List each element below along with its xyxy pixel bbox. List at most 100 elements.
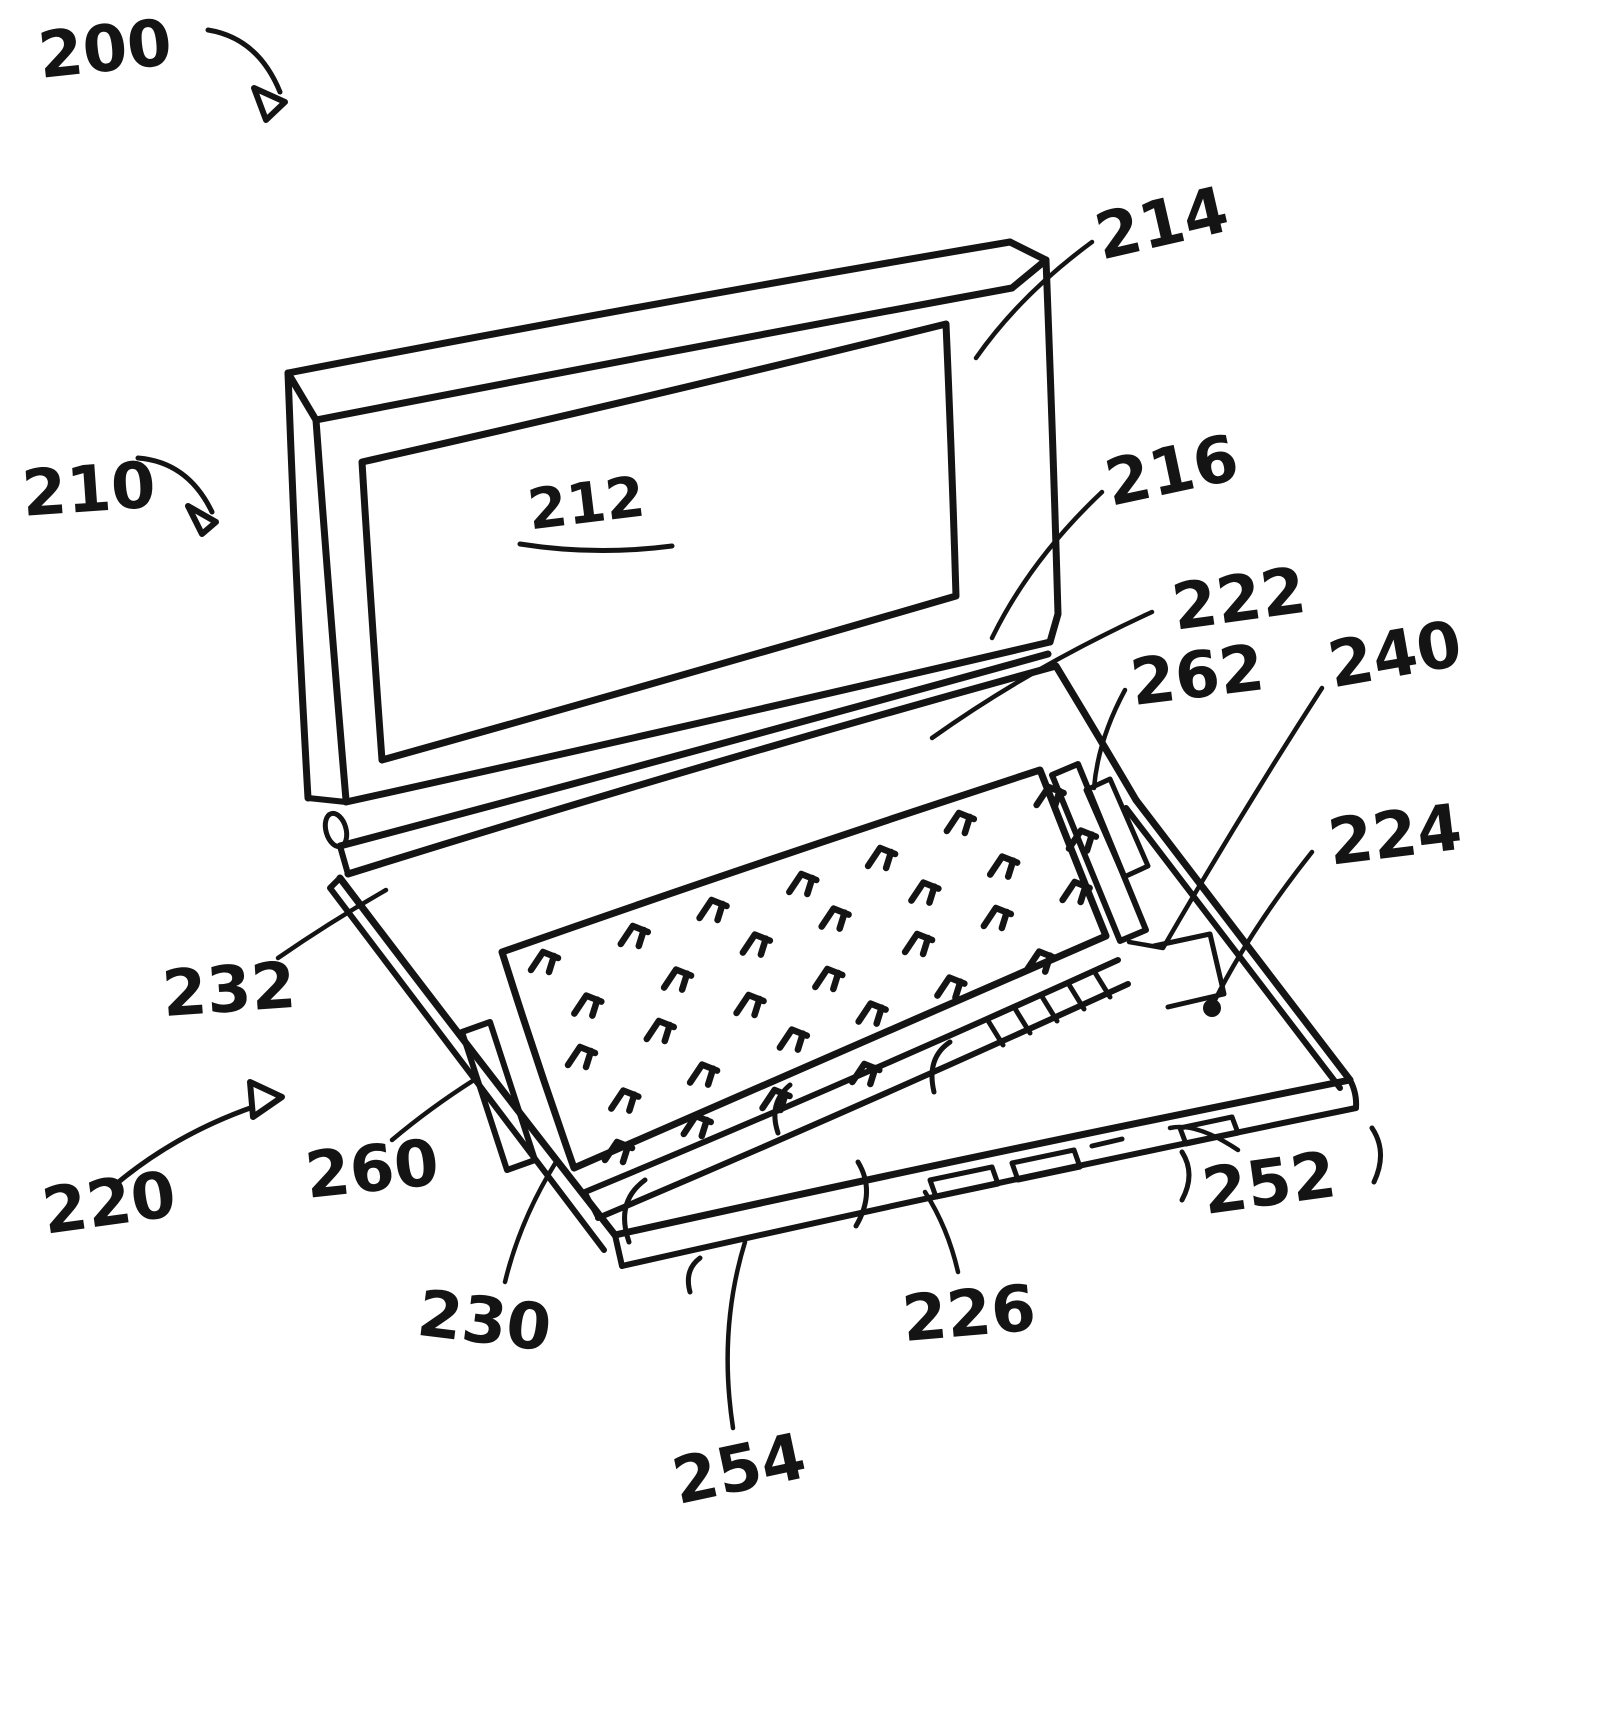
deck-right-detail	[1151, 931, 1227, 1010]
front-buttons	[927, 1114, 1241, 1200]
ref-label-216: 216	[1099, 421, 1245, 521]
hinge	[322, 650, 1060, 878]
key-mark	[733, 991, 767, 1019]
leader-224	[1211, 849, 1315, 1005]
base-front-left-cap	[612, 1232, 625, 1269]
leader-240	[1126, 685, 1325, 951]
key-mark	[527, 948, 562, 976]
base-right-edge	[1132, 796, 1354, 1084]
hinge-bar-lower	[344, 662, 1060, 878]
key-mark	[901, 930, 936, 958]
base-front-edge	[611, 1076, 1354, 1239]
key-mark	[696, 896, 730, 924]
leader-224-dot	[1203, 999, 1221, 1017]
right-strip	[1049, 761, 1149, 944]
key-mark	[571, 992, 605, 1019]
leader-216	[989, 489, 1105, 641]
key-mark	[660, 966, 695, 993]
arrowhead-200	[251, 85, 288, 123]
key-mark	[980, 904, 1015, 932]
annotations	[112, 27, 1325, 1431]
base-left-edge	[336, 874, 619, 1239]
leader-222	[929, 609, 1155, 741]
key-mark	[776, 1026, 811, 1053]
base-housing	[327, 662, 1383, 1295]
spacebar-hatching	[984, 968, 1113, 1048]
keyboard-outline	[498, 766, 1110, 1172]
front-button-3	[1177, 1114, 1241, 1147]
key-mark	[601, 1138, 636, 1166]
key-mark	[564, 1043, 599, 1071]
hinge-left-cap	[337, 843, 351, 877]
lid-right-outer-edge	[1042, 256, 1062, 646]
ref-label-212: 212	[524, 465, 648, 544]
key-mark	[855, 1000, 889, 1027]
key-mark	[739, 931, 774, 958]
leader-226	[922, 1189, 961, 1275]
front-button-tick	[1089, 1136, 1125, 1149]
ref-label-260: 260	[302, 1126, 443, 1214]
front-button-2	[1009, 1147, 1083, 1183]
base-left-sidewall	[327, 875, 607, 1253]
lid-left-inner-edge	[312, 416, 350, 804]
arrow-200	[205, 27, 283, 95]
key-mark	[934, 974, 968, 1001]
ref-label-224: 224	[1324, 791, 1466, 881]
key-mark	[986, 853, 1021, 880]
ref-label-210: 210	[20, 449, 158, 532]
ref-label-230: 230	[414, 1277, 556, 1367]
key-mark	[686, 1061, 721, 1088]
leader-262	[1091, 687, 1128, 791]
lid-left-outer-edge	[284, 369, 312, 802]
display-screen-outline	[358, 320, 960, 764]
leader-214	[973, 239, 1095, 361]
lid-top-outer-edge	[284, 238, 1014, 377]
display-housing	[284, 238, 1062, 806]
ref-label-220: 220	[38, 1158, 181, 1250]
leader-252	[1167, 1124, 1241, 1153]
lid-top-left-corner	[284, 369, 320, 424]
leader-260	[389, 1077, 477, 1143]
key-mark	[680, 1112, 715, 1140]
spacebar-strip-cap	[582, 1189, 601, 1221]
base-back-right-edge	[1052, 662, 1140, 804]
ref-label-232: 232	[160, 949, 298, 1032]
base-front-right-cap	[1347, 1077, 1360, 1111]
key-mark	[818, 905, 852, 932]
leader-232	[275, 887, 389, 961]
key-mark	[617, 922, 652, 950]
reference-numerals: 200 210 212 214 216 222 262 240 224 232 …	[20, 6, 1468, 1520]
ref-label-200: 200	[35, 6, 176, 94]
right-slot	[1083, 776, 1151, 880]
arrowhead-210	[185, 503, 219, 537]
key-mark	[908, 879, 942, 906]
hinge-left-knuckle	[322, 810, 350, 850]
key-mark	[812, 965, 846, 993]
ref-label-222: 222	[1168, 554, 1311, 646]
arrow-210	[135, 455, 215, 515]
lid-front-top-edge	[312, 256, 1050, 424]
key-mark	[643, 1017, 678, 1045]
key-mark	[608, 1087, 642, 1114]
key-mark	[943, 809, 978, 837]
ref-label-254: 254	[666, 1420, 812, 1520]
lid-bottom-edge	[342, 638, 1054, 806]
base-right-sidewall	[1123, 805, 1343, 1091]
palm-rest-arcs	[622, 1039, 1383, 1295]
ref-label-240: 240	[1323, 607, 1467, 703]
leader-230	[502, 1159, 559, 1285]
hinge-bar-upper	[336, 650, 1052, 850]
ref-label-226: 226	[899, 1272, 1039, 1357]
left-slot	[459, 1019, 538, 1173]
key-mark	[1059, 878, 1093, 906]
lid-top-right-bevel	[1006, 238, 1050, 264]
leader-254	[725, 1239, 748, 1431]
key-mark	[1023, 948, 1058, 975]
ref-label-214: 214	[1089, 173, 1236, 275]
key-mark	[786, 870, 820, 898]
front-button-1	[927, 1164, 1001, 1200]
ref-label-252: 252	[1198, 1138, 1341, 1230]
ref-label-262: 262	[1127, 631, 1269, 721]
